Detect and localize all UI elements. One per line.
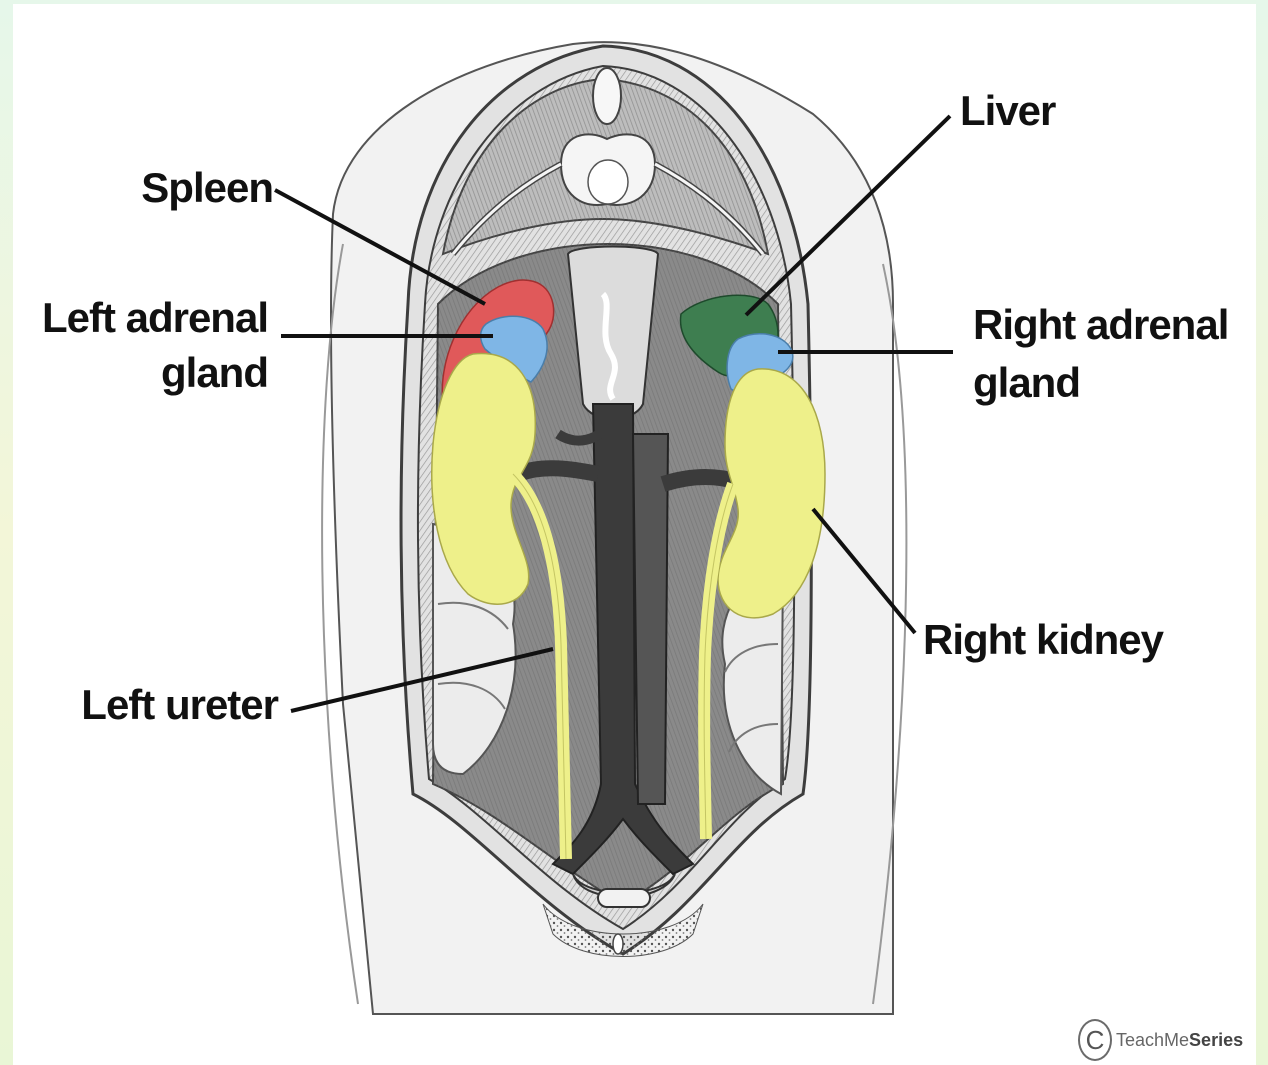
watermark-brand-light: TeachMe [1116,1030,1189,1050]
watermark-text: TeachMeSeries [1116,1030,1243,1051]
vertebra-center [588,160,628,204]
label-spleen: Spleen [103,159,273,217]
label-liver: Liver [960,82,1055,140]
label-left-adrenal-line1: Left adrenal [33,289,268,347]
label-right-kidney: Right kidney [923,611,1163,669]
vertebra-top [593,68,621,124]
teachmeseries-watermark: C TeachMeSeries [1078,1016,1243,1064]
right-renal-vessel [663,477,738,484]
label-left-ureter: Left ureter [53,676,278,734]
label-left-adrenal-line2: gland [33,344,268,402]
inferior-vena-cava [633,434,668,804]
label-right-adrenal-line2: gland [973,354,1080,412]
watermark-brand-bold: Series [1189,1030,1243,1050]
left-renal-vessel [518,468,598,474]
copyright-c-icon: C [1078,1019,1112,1061]
diagram-panel: Spleen Left adrenal gland Left ureter Li… [13,4,1256,1065]
umbilicus [613,934,623,954]
label-right-adrenal-line1: Right adrenal [973,296,1228,354]
rectum [598,889,650,907]
